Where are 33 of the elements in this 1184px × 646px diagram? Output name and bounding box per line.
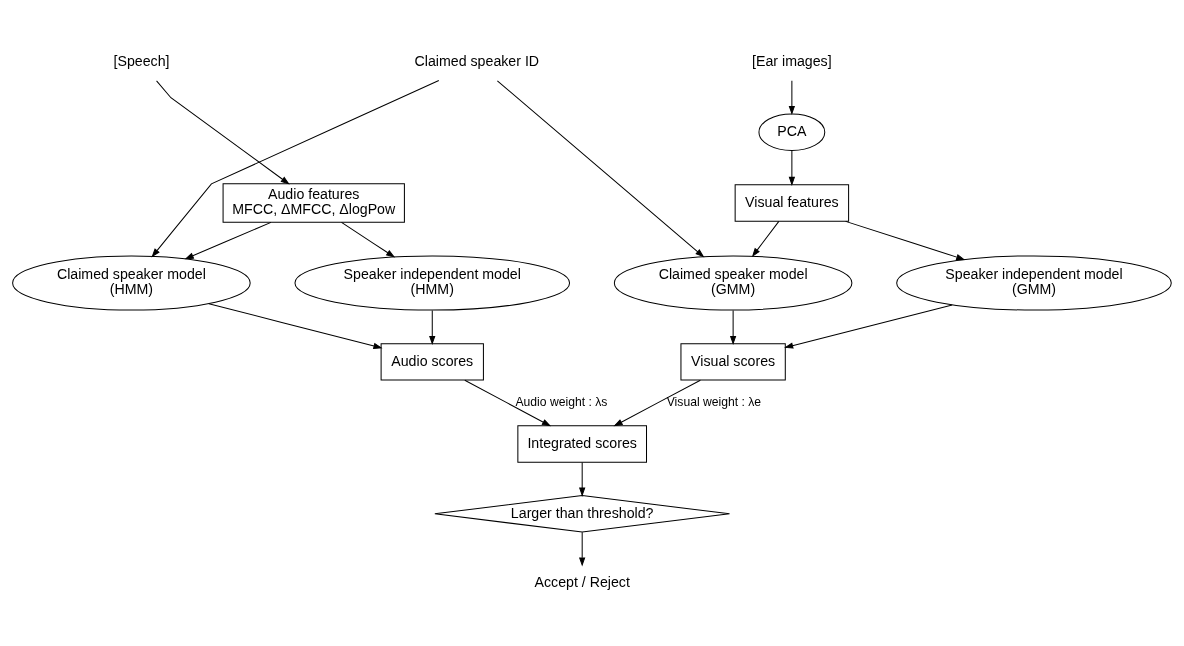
- arrow: [729, 309, 737, 346]
- arrow: [788, 150, 796, 186]
- arrow: [151, 80, 440, 258]
- node-ellipse: PCA: [758, 113, 826, 151]
- node-box: Visual scores: [680, 343, 786, 381]
- node-box: Integrated scores: [517, 425, 647, 463]
- arrow: [341, 221, 396, 258]
- node-diamond: Larger than threshold?: [434, 495, 731, 533]
- node-text: Accept / Reject: [534, 574, 630, 591]
- node-ellipse: Claimed speaker model (HMM): [12, 255, 251, 311]
- node-ellipse: Claimed speaker model (GMM): [613, 255, 853, 311]
- arrow: [184, 221, 272, 260]
- node-text: [Ear images]: [752, 53, 832, 70]
- edge-label: Audio weight : λs: [515, 395, 608, 410]
- node-box: Visual features: [734, 184, 850, 222]
- arrow: [751, 220, 780, 258]
- node-box: Audio scores: [380, 343, 484, 381]
- node-box: Audio features MFCC, ΔMFCC, ΔlogPow: [222, 183, 405, 223]
- arrow: [429, 309, 436, 346]
- arrow: [156, 80, 290, 185]
- node-text: [Speech]: [113, 53, 170, 70]
- node-text: Claimed speaker ID: [414, 53, 540, 70]
- arrow: [845, 220, 966, 261]
- arrow: [464, 379, 552, 427]
- arrow: [208, 303, 383, 349]
- arrow: [496, 80, 705, 258]
- edge-label: Visual weight : λe: [666, 395, 762, 410]
- arrow: [788, 80, 796, 116]
- arrow: [613, 379, 701, 427]
- node-ellipse: Speaker independent model (HMM): [294, 255, 571, 311]
- arrow: [579, 461, 586, 497]
- arrow: [579, 531, 586, 567]
- arrow: [784, 304, 953, 349]
